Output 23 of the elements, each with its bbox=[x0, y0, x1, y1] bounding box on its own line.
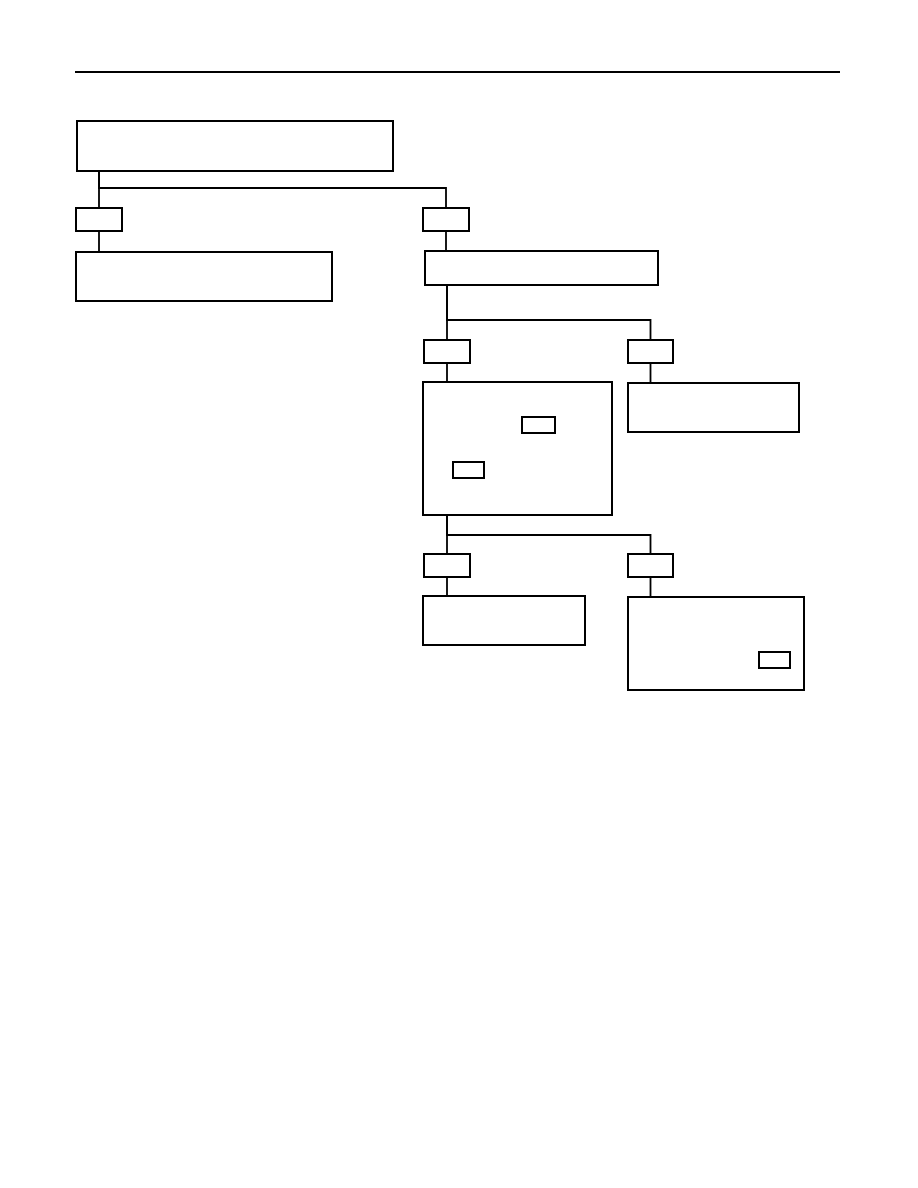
small-box bbox=[423, 339, 471, 364]
inline-box bbox=[758, 651, 791, 669]
small-box bbox=[627, 553, 674, 578]
flowchart-box bbox=[627, 596, 805, 691]
flowchart-box bbox=[422, 381, 613, 516]
flowchart-box bbox=[76, 120, 394, 172]
small-box bbox=[422, 207, 470, 232]
small-box bbox=[75, 207, 123, 232]
inline-box bbox=[521, 416, 556, 434]
connector-line bbox=[98, 231, 100, 252]
inline-box bbox=[452, 461, 485, 479]
connector-line bbox=[446, 363, 448, 382]
connector-line bbox=[446, 577, 448, 596]
flowchart-box bbox=[627, 382, 800, 433]
small-box bbox=[423, 553, 471, 578]
flowchart-box bbox=[424, 250, 659, 286]
connector-line bbox=[445, 231, 447, 251]
connector-line bbox=[446, 515, 652, 554]
small-box bbox=[627, 339, 674, 364]
connector-line bbox=[446, 285, 652, 340]
connector-line bbox=[98, 171, 447, 208]
flowchart-box bbox=[75, 251, 333, 302]
flowchart-box bbox=[422, 595, 586, 646]
